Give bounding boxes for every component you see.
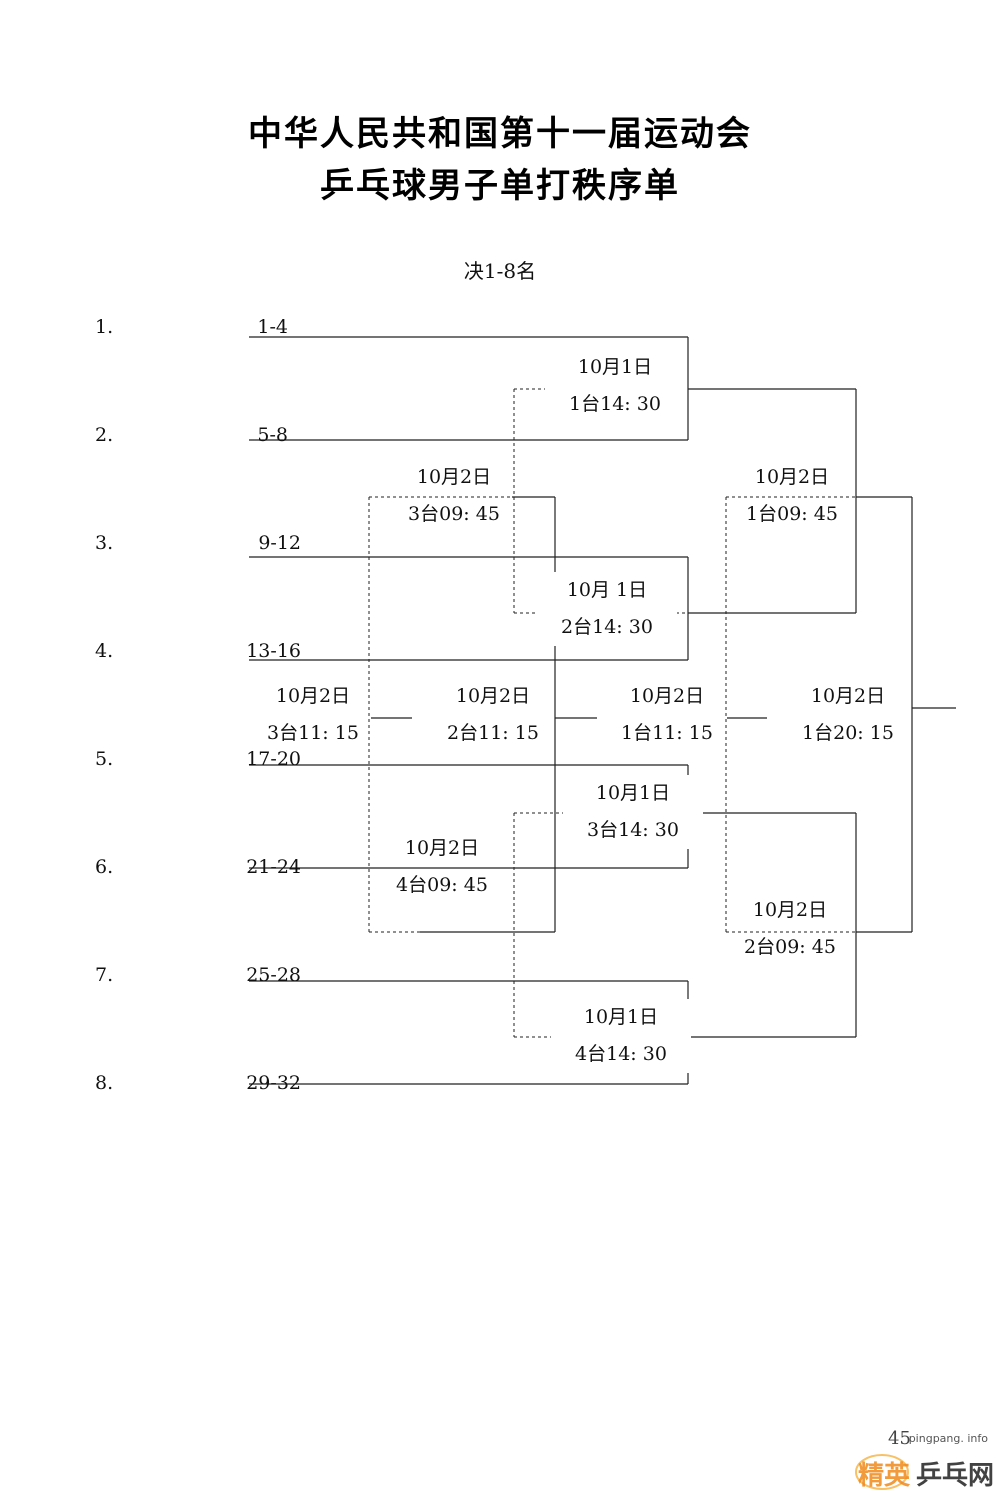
match-date: 10月 1日 xyxy=(566,579,648,601)
match-winners-top: 10月2日 1台09: 45 xyxy=(722,459,862,533)
match-place-a: 10月2日 3台11: 15 xyxy=(243,678,383,752)
seed-range: 29-32 xyxy=(246,1072,301,1094)
seed-row: 6. 21-24 xyxy=(95,856,305,882)
match-date: 10月1日 xyxy=(583,1006,659,1028)
match-table-time: 2台11: 15 xyxy=(447,722,539,744)
match-r1-3: 10月1日 3台14: 30 xyxy=(563,775,703,849)
match-date: 10月1日 xyxy=(577,356,653,378)
match-winners-bottom: 10月2日 2台09: 45 xyxy=(720,892,860,966)
match-r1-4: 10月1日 4台14: 30 xyxy=(551,999,691,1073)
seed-number: 4. xyxy=(95,640,114,662)
match-date: 10月2日 xyxy=(275,685,351,707)
match-date: 10月1日 xyxy=(595,782,671,804)
seed-range: 21-24 xyxy=(246,856,301,878)
match-final: 10月2日 1台20: 15 xyxy=(778,678,918,752)
match-date: 10月2日 xyxy=(455,685,531,707)
title-line-2: 乒乓球男子单打秩序单 xyxy=(320,166,680,206)
seed-row: 2. 5-8 xyxy=(95,424,305,450)
match-r1-2: 10月 1日 2台14: 30 xyxy=(537,572,677,646)
svg-text:精英: 精英 xyxy=(858,1461,911,1491)
match-table-time: 1台09: 45 xyxy=(746,503,838,525)
seed-range: 25-28 xyxy=(246,964,301,986)
match-date: 10月2日 xyxy=(752,899,828,921)
match-losers-top: 10月2日 3台09: 45 xyxy=(384,459,524,533)
match-table-time: 1台14: 30 xyxy=(569,393,661,415)
seed-number: 6. xyxy=(95,856,114,878)
match-table-time: 1台20: 15 xyxy=(802,722,894,744)
subtitle: 决1-8名 xyxy=(463,259,537,283)
seed-number: 1. xyxy=(95,316,114,338)
seed-number: 3. xyxy=(95,532,114,554)
seed-number: 5. xyxy=(95,748,114,770)
watermark-site: pingpang. info xyxy=(908,1432,988,1445)
seed-number: 8. xyxy=(95,1072,114,1094)
match-place-c: 10月2日 1台11: 15 xyxy=(597,678,737,752)
seed-range: 5-8 xyxy=(257,424,288,446)
seed-row: 3. 9-12 xyxy=(95,532,305,558)
seed-number: 2. xyxy=(95,424,114,446)
title-line-1: 中华人民共和国第十一届运动会 xyxy=(248,114,752,154)
seed-row: 4. 13-16 xyxy=(95,640,305,666)
match-losers-bottom: 10月2日 4台09: 45 xyxy=(372,830,512,904)
match-table-time: 1台11: 15 xyxy=(621,722,713,744)
match-place-b: 10月2日 2台11: 15 xyxy=(423,678,563,752)
match-table-time: 4台09: 45 xyxy=(396,874,488,896)
seed-range: 9-12 xyxy=(258,532,301,554)
match-table-time: 3台09: 45 xyxy=(408,503,500,525)
seed-row: 8. 29-32 xyxy=(95,1072,305,1098)
match-table-time: 4台14: 30 xyxy=(575,1043,667,1065)
seed-row: 7. 25-28 xyxy=(95,964,305,990)
svg-text:乒乓网: 乒乓网 xyxy=(916,1461,994,1491)
match-table-time: 2台14: 30 xyxy=(561,616,653,638)
seed-range: 17-20 xyxy=(246,748,301,770)
match-table-time: 2台09: 45 xyxy=(744,936,836,958)
seed-range: 1-4 xyxy=(257,316,288,338)
match-date: 10月2日 xyxy=(754,466,830,488)
watermark-logo: 精英 乒乓网 xyxy=(855,1454,994,1491)
match-date: 10月2日 xyxy=(416,466,492,488)
match-table-time: 3台11: 15 xyxy=(267,722,359,744)
match-r1-1: 10月1日 1台14: 30 xyxy=(545,349,685,423)
match-date: 10月2日 xyxy=(404,837,480,859)
match-table-time: 3台14: 30 xyxy=(587,819,679,841)
watermark: pingpang. info 精英 乒乓网 xyxy=(850,1430,1000,1492)
match-date: 10月2日 xyxy=(810,685,886,707)
seed-row: 5. 17-20 xyxy=(95,748,305,774)
seed-row: 1. 1-4 xyxy=(95,316,305,342)
match-date: 10月2日 xyxy=(629,685,705,707)
page-number: 45 xyxy=(888,1428,911,1449)
seed-number: 7. xyxy=(95,964,114,986)
seed-range: 13-16 xyxy=(246,640,301,662)
